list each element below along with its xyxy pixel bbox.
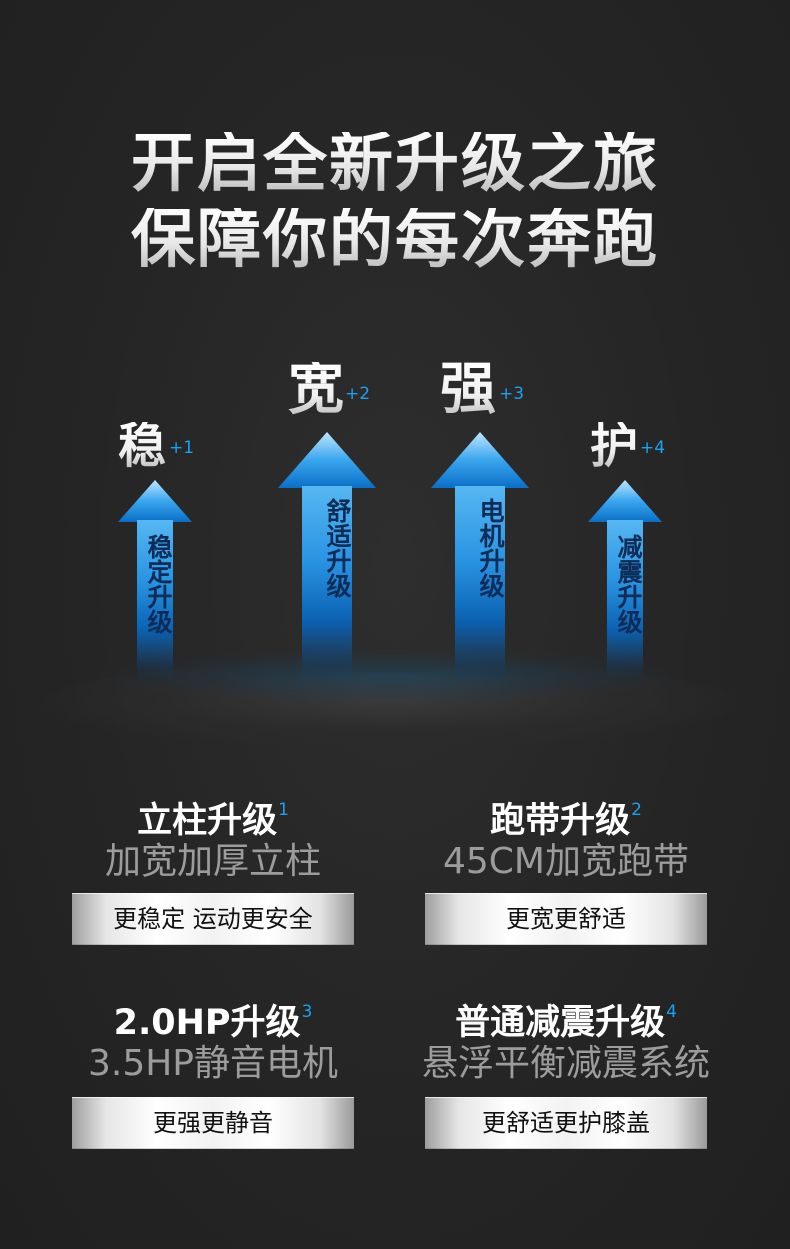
feature-3-subtitle: 3.5HP静音电机 (87, 1043, 339, 1084)
feature-4-title: 普通减震升级4 (455, 1002, 677, 1043)
feature-3-tag: 更强更静音 (72, 1097, 354, 1149)
feature-3-title: 2.0HP升级3 (113, 1002, 313, 1043)
arrow-1-sup: +1 (169, 438, 195, 458)
feature-2-subtitle: 45CM加宽跑带 (442, 841, 689, 882)
up-arrow-icon: 电机升级 (431, 432, 529, 682)
feature-2-title: 跑带升级2 (490, 800, 642, 841)
arrow-4-char: 护 (590, 418, 639, 474)
feature-4-tag: 更舒适更护膝盖 (425, 1097, 707, 1149)
feature-1-num: 1 (278, 800, 289, 820)
up-arrow-icon: 减震升级 (588, 480, 662, 680)
feature-1-title: 立柱升级1 (137, 800, 289, 841)
arrow-4-sup: +4 (640, 438, 666, 458)
feature-2-num: 2 (631, 800, 642, 820)
feature-4-num: 4 (666, 1002, 677, 1022)
arrow-3-sup: +3 (499, 384, 525, 404)
arrow-2-label: 舒适升级 (323, 498, 352, 598)
feature-3-num: 3 (301, 1002, 313, 1022)
headline-line-1: 开启全新升级之旅 (0, 132, 790, 196)
arrow-4-label: 减震升级 (614, 534, 643, 634)
up-arrow-icon: 舒适升级 (278, 432, 376, 682)
stage-glow (90, 648, 690, 704)
arrow-2-char: 宽 (288, 357, 344, 422)
feature-2-tag: 更宽更舒适 (425, 893, 707, 945)
feature-1-tag: 更稳定 运动更安全 (72, 893, 354, 945)
up-arrow-icon: 稳定升级 (118, 480, 192, 680)
arrow-1-char: 稳 (118, 418, 167, 474)
arrow-3-char: 强 (440, 357, 496, 422)
arrow-1-label: 稳定升级 (144, 534, 173, 634)
feature-1-subtitle: 加宽加厚立柱 (104, 841, 321, 882)
arrow-2-sup: +2 (345, 384, 371, 404)
arrow-3-label: 电机升级 (476, 498, 505, 598)
headline-line-2: 保障你的每次奔跑 (0, 208, 790, 272)
feature-4-subtitle: 悬浮平衡减震系统 (421, 1043, 710, 1084)
